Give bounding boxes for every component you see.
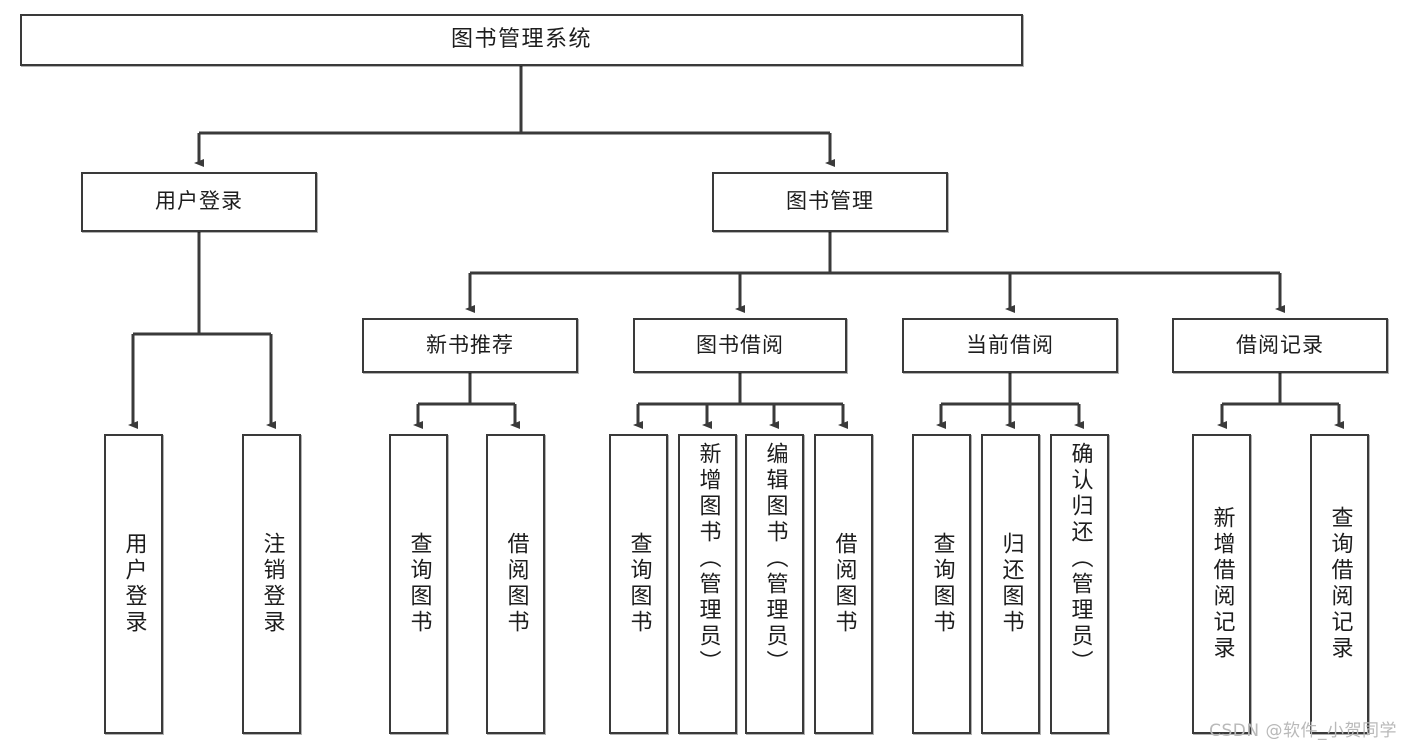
leaf-current-confirm-return-admin[interactable]: 确认归还（管理员）	[1050, 434, 1109, 734]
node-current-borrow[interactable]: 当前借阅	[902, 318, 1118, 373]
node-label: 图书管理系统	[450, 26, 592, 52]
node-label: 图书管理	[786, 189, 874, 214]
node-book-borrow[interactable]: 图书借阅	[633, 318, 847, 373]
leaf-user-login-login[interactable]: 用户登录	[104, 434, 163, 734]
node-label: 用户登录	[121, 532, 147, 636]
node-label: 图书借阅	[696, 332, 784, 357]
node-label: 借阅记录	[1236, 332, 1324, 357]
node-label: 归还图书	[998, 532, 1024, 636]
node-borrow-record[interactable]: 借阅记录	[1172, 318, 1388, 373]
leaf-borrow-edit-book-admin[interactable]: 编辑图书（管理员）	[745, 434, 804, 734]
leaf-current-return-book[interactable]: 归还图书	[981, 434, 1040, 734]
leaf-user-login-logout[interactable]: 注销登录	[242, 434, 301, 734]
node-label: 用户登录	[155, 189, 243, 214]
node-label: 确认归还（管理员）	[1067, 442, 1093, 676]
node-label: 查询图书	[406, 532, 432, 636]
node-new-book-recommend[interactable]: 新书推荐	[362, 318, 578, 373]
node-label: 当前借阅	[966, 332, 1054, 357]
node-label: 借阅图书	[503, 532, 529, 636]
node-label: 编辑图书（管理员）	[762, 442, 788, 676]
node-label: 注销登录	[259, 532, 285, 636]
leaf-record-query-record[interactable]: 查询借阅记录	[1310, 434, 1369, 734]
leaf-borrow-borrow-book[interactable]: 借阅图书	[814, 434, 873, 734]
node-label: 借阅图书	[831, 532, 857, 636]
node-root-system[interactable]: 图书管理系统	[20, 14, 1023, 66]
leaf-borrow-add-book-admin[interactable]: 新增图书（管理员）	[678, 434, 737, 734]
leaf-recommend-query-book[interactable]: 查询图书	[389, 434, 448, 734]
node-book-management[interactable]: 图书管理	[712, 172, 948, 232]
leaf-current-query-book[interactable]: 查询图书	[912, 434, 971, 734]
node-label: 新增借阅记录	[1209, 506, 1235, 662]
node-label: 新书推荐	[426, 332, 514, 357]
node-label: 查询借阅记录	[1327, 506, 1353, 662]
leaf-record-add-record[interactable]: 新增借阅记录	[1192, 434, 1251, 734]
node-label: 新增图书（管理员）	[695, 442, 721, 676]
leaf-recommend-borrow-book[interactable]: 借阅图书	[486, 434, 545, 734]
node-label: 查询图书	[626, 532, 652, 636]
node-user-login[interactable]: 用户登录	[81, 172, 317, 232]
node-label: 查询图书	[929, 532, 955, 636]
leaf-borrow-query-book[interactable]: 查询图书	[609, 434, 668, 734]
